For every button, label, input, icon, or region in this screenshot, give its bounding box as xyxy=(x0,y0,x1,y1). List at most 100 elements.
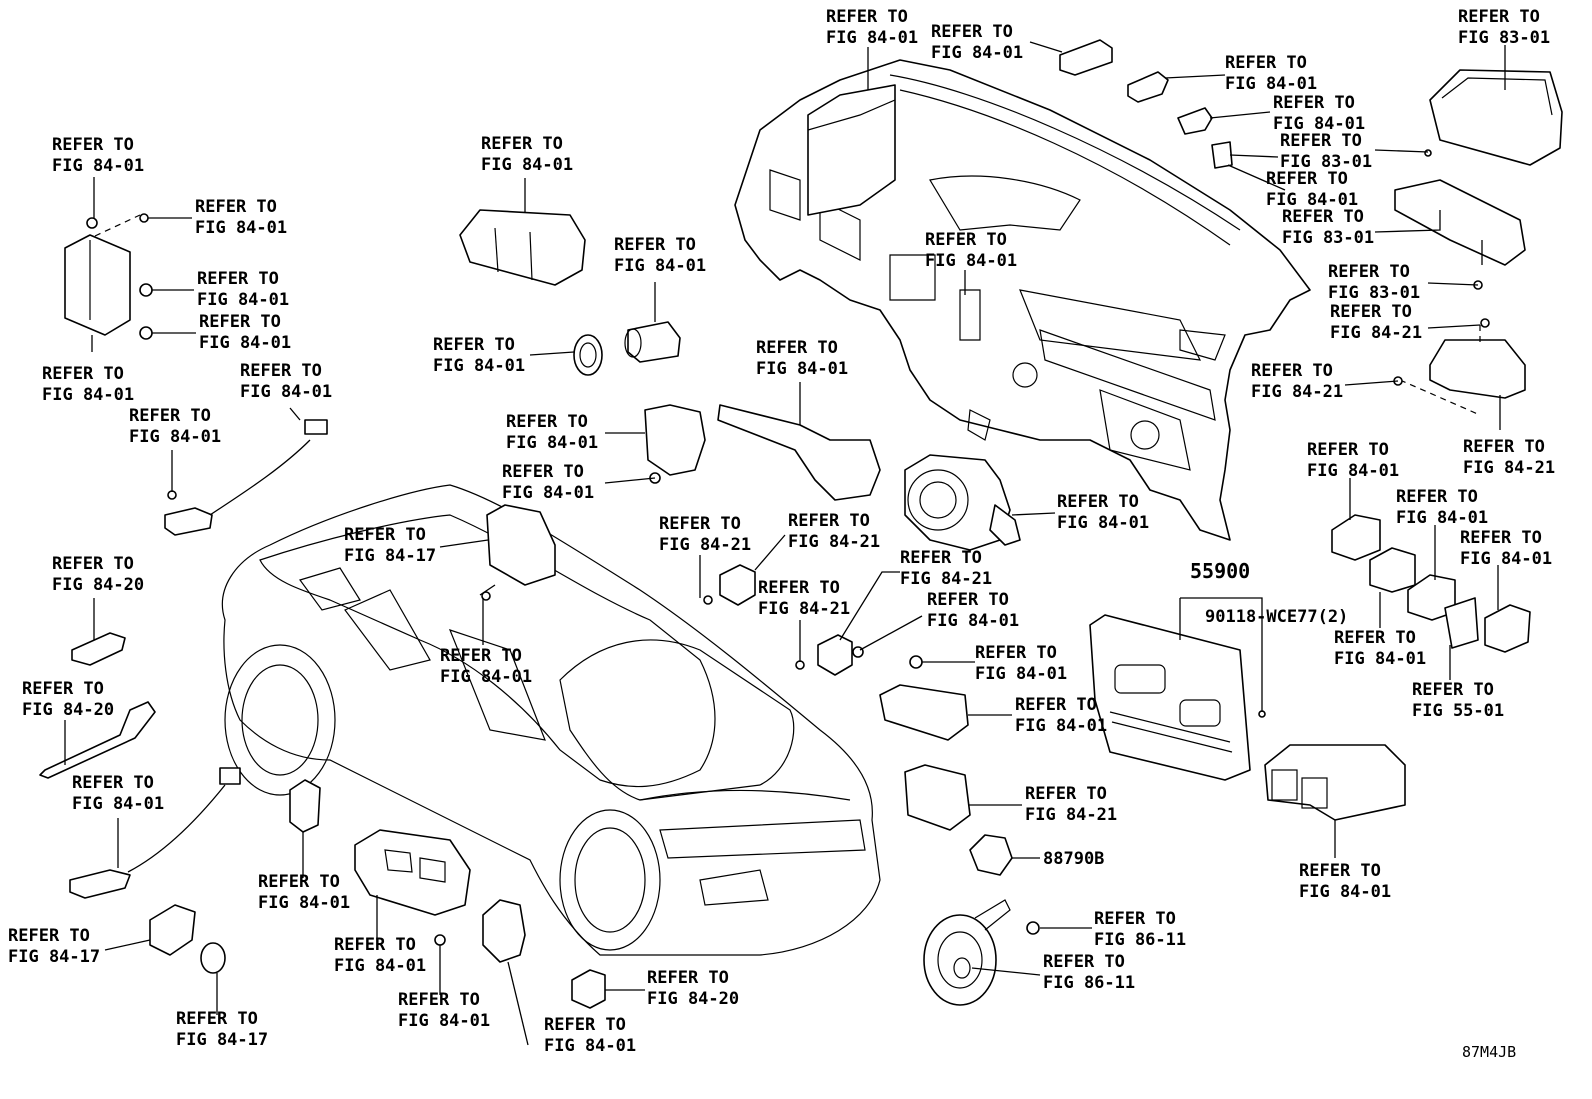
callout-label: FIG 84-01 xyxy=(1299,882,1391,902)
callout-label: REFER TO xyxy=(1307,440,1389,460)
callout-label: REFER TO xyxy=(506,412,588,432)
part-number-55900: 55900 xyxy=(1190,559,1250,583)
callout-label: FIG 83-01 xyxy=(1458,28,1550,48)
acceleration-sensor xyxy=(817,634,853,676)
ambient-sensor-wire xyxy=(39,701,156,779)
callout-label: REFER TO xyxy=(258,872,340,892)
callout-label: FIG 84-01 xyxy=(1307,461,1399,481)
callout-label: FIG 84-01 xyxy=(1334,649,1426,669)
callout-label: FIG 84-01 xyxy=(195,218,287,238)
callout-label: REFER TO xyxy=(481,134,563,154)
callout-label: FIG 84-01 xyxy=(72,794,164,814)
stop-lamp-switch xyxy=(1127,71,1169,103)
callout-label: REFER TO xyxy=(1266,169,1348,189)
callout-label: REFER TO xyxy=(927,590,1009,610)
sensor-cable-left xyxy=(164,507,213,536)
callout-label: REFER TO xyxy=(1460,528,1542,548)
callout-label: FIG 84-20 xyxy=(52,575,144,595)
callout-label: FIG 83-01 xyxy=(1280,152,1372,172)
hazard-switch-panel xyxy=(459,209,586,286)
sensor-88790b xyxy=(969,834,1013,876)
callout-label: FIG 84-01 xyxy=(506,433,598,453)
callout-label: FIG 84-01 xyxy=(334,956,426,976)
relay-block xyxy=(879,684,969,741)
relay-switch xyxy=(904,764,971,831)
callout-label: REFER TO xyxy=(502,462,584,482)
bulb xyxy=(200,942,226,974)
security-ecu xyxy=(64,234,131,336)
callout-label: FIG 83-01 xyxy=(1282,228,1374,248)
callout-label: FIG 84-01 xyxy=(52,156,144,176)
callout-label: REFER TO xyxy=(1015,695,1097,715)
callout-label: FIG 84-01 xyxy=(925,251,1017,271)
callout-label: REFER TO xyxy=(197,269,279,289)
callout-label: FIG 84-01 xyxy=(398,1011,490,1031)
callout-label: REFER TO xyxy=(22,679,104,699)
callout-label: FIG 84-01 xyxy=(199,333,291,353)
brake-light-switch xyxy=(1059,39,1113,76)
vehicle-outline xyxy=(221,484,881,956)
callout-label: REFER TO xyxy=(1094,909,1176,929)
callout-label: REFER TO xyxy=(433,335,515,355)
callout-label: REFER TO xyxy=(758,578,840,598)
callout-label: REFER TO xyxy=(647,968,729,988)
callout-label: REFER TO xyxy=(975,643,1057,663)
switch-right-5 xyxy=(1484,604,1531,653)
callout-label: FIG 84-01 xyxy=(502,483,594,503)
callout-label: FIG 84-01 xyxy=(927,611,1019,631)
callout-label: REFER TO xyxy=(176,1009,258,1029)
part-number-screw: 90118-WCE77(2) xyxy=(1205,607,1348,627)
callout-label: FIG 84-01 xyxy=(826,28,918,48)
callout-label: FIG 83-01 xyxy=(1328,283,1420,303)
callout-label: REFER TO xyxy=(1225,53,1307,73)
callout-label: REFER TO xyxy=(788,511,870,531)
mirror-switch xyxy=(644,404,706,476)
cigarette-lighter xyxy=(627,321,681,363)
switch-right-4 xyxy=(1444,597,1479,649)
callout-label: FIG 84-21 xyxy=(1463,458,1555,478)
callout-label: REFER TO xyxy=(1412,680,1494,700)
power-socket xyxy=(573,334,603,376)
ecu-module xyxy=(807,84,896,216)
callout-label: REFER TO xyxy=(1043,952,1125,972)
callout-label: FIG 84-01 xyxy=(1396,508,1488,528)
callout-label: FIG 84-01 xyxy=(197,290,289,310)
callout-label: FIG 86-11 xyxy=(1043,973,1135,993)
lamp-socket xyxy=(149,904,196,956)
callout-label: FIG 84-01 xyxy=(258,893,350,913)
callout-label: REFER TO xyxy=(544,1015,626,1035)
display-unit xyxy=(1429,69,1563,166)
callout-label: FIG 84-01 xyxy=(240,382,332,402)
callout-label: REFER TO xyxy=(614,235,696,255)
callout-label: FIG 84-01 xyxy=(1057,513,1149,533)
callout-label: FIG 84-21 xyxy=(758,599,850,619)
callout-label: FIG 84-01 xyxy=(42,385,134,405)
callout-label: REFER TO xyxy=(334,935,416,955)
switch-small xyxy=(1177,107,1213,135)
callout-label: REFER TO xyxy=(1251,361,1333,381)
callout-label: FIG 84-17 xyxy=(8,947,100,967)
drawing-code: 87M4JB xyxy=(1462,1043,1516,1061)
callout-label: REFER TO xyxy=(199,312,281,332)
callout-label: FIG 84-01 xyxy=(433,356,525,376)
callout-label: FIG 84-01 xyxy=(975,664,1067,684)
callout-label: FIG 55-01 xyxy=(1412,701,1504,721)
callout-label: REFER TO xyxy=(931,22,1013,42)
callout-label: FIG 86-11 xyxy=(1094,930,1186,950)
callout-label: FIG 84-01 xyxy=(1266,190,1358,210)
callout-label: REFER TO xyxy=(1463,437,1545,457)
callout-label: FIG 84-01 xyxy=(931,43,1023,63)
callout-label: REFER TO xyxy=(1330,302,1412,322)
callout-label: REFER TO xyxy=(1299,861,1381,881)
callout-label: REFER TO xyxy=(925,230,1007,250)
power-outlet-switch xyxy=(1264,744,1406,821)
callout-label: REFER TO xyxy=(398,990,480,1010)
callout-label: REFER TO xyxy=(240,361,322,381)
callout-label: FIG 84-01 xyxy=(1273,114,1365,134)
seat-switch xyxy=(482,899,526,963)
callout-label: REFER TO xyxy=(52,135,134,155)
callout-label: REFER TO xyxy=(52,554,134,574)
callout-label: REFER TO xyxy=(72,773,154,793)
display-bracket xyxy=(1394,179,1526,266)
